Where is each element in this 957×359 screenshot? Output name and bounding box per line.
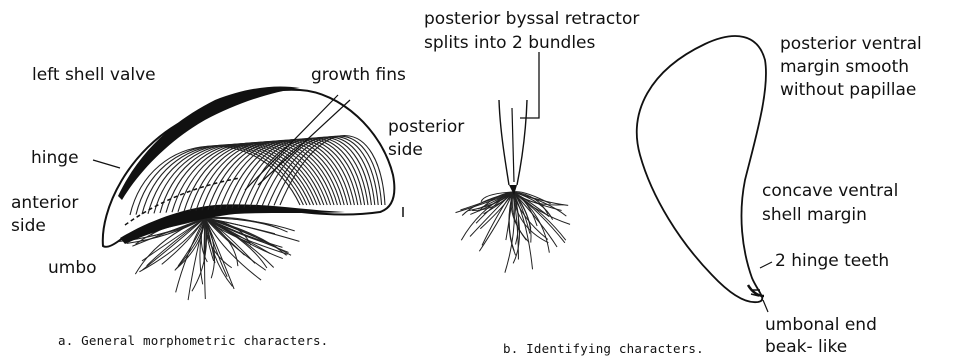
byssal-retractor-drawing xyxy=(456,52,571,273)
label-hinge-teeth: 2 hinge teeth xyxy=(775,251,889,271)
label-posterior-side: side xyxy=(388,140,423,160)
leader-lines-c xyxy=(760,262,772,312)
shell-outline-c xyxy=(637,36,766,302)
label-umbo: umbo xyxy=(48,258,97,278)
label-byssal-retractor: posterior byssal retractor xyxy=(424,9,639,29)
shell-outline xyxy=(103,90,395,247)
label-beak-like: beak- like xyxy=(765,337,847,357)
byssus-threads-b xyxy=(456,192,571,273)
shell-outline-c-drawing xyxy=(637,36,766,302)
label-margin-smooth: margin smooth xyxy=(780,57,909,77)
caption-b: b. Identifying characters. xyxy=(503,341,704,356)
label-without-papillae: without papillae xyxy=(780,80,916,100)
label-anterior: anterior xyxy=(11,193,78,213)
label-umbonal-end: umbonal end xyxy=(765,315,877,335)
label-posterior-ventral: posterior ventral xyxy=(780,34,922,54)
label-hinge: hinge xyxy=(31,148,79,168)
caption-a: a. General morphometric characters. xyxy=(58,333,328,348)
label-splits-bundles: splits into 2 bundles xyxy=(424,33,595,53)
label-concave-ventral: concave ventral xyxy=(762,181,898,201)
mussel-shell-drawing xyxy=(102,87,403,301)
label-posterior: posterior xyxy=(388,117,464,137)
label-anterior-side: side xyxy=(11,216,46,236)
label-growth-fins: growth fins xyxy=(311,65,406,85)
label-left-shell-valve: left shell valve xyxy=(32,65,156,85)
label-shell-margin: shell margin xyxy=(762,205,867,225)
